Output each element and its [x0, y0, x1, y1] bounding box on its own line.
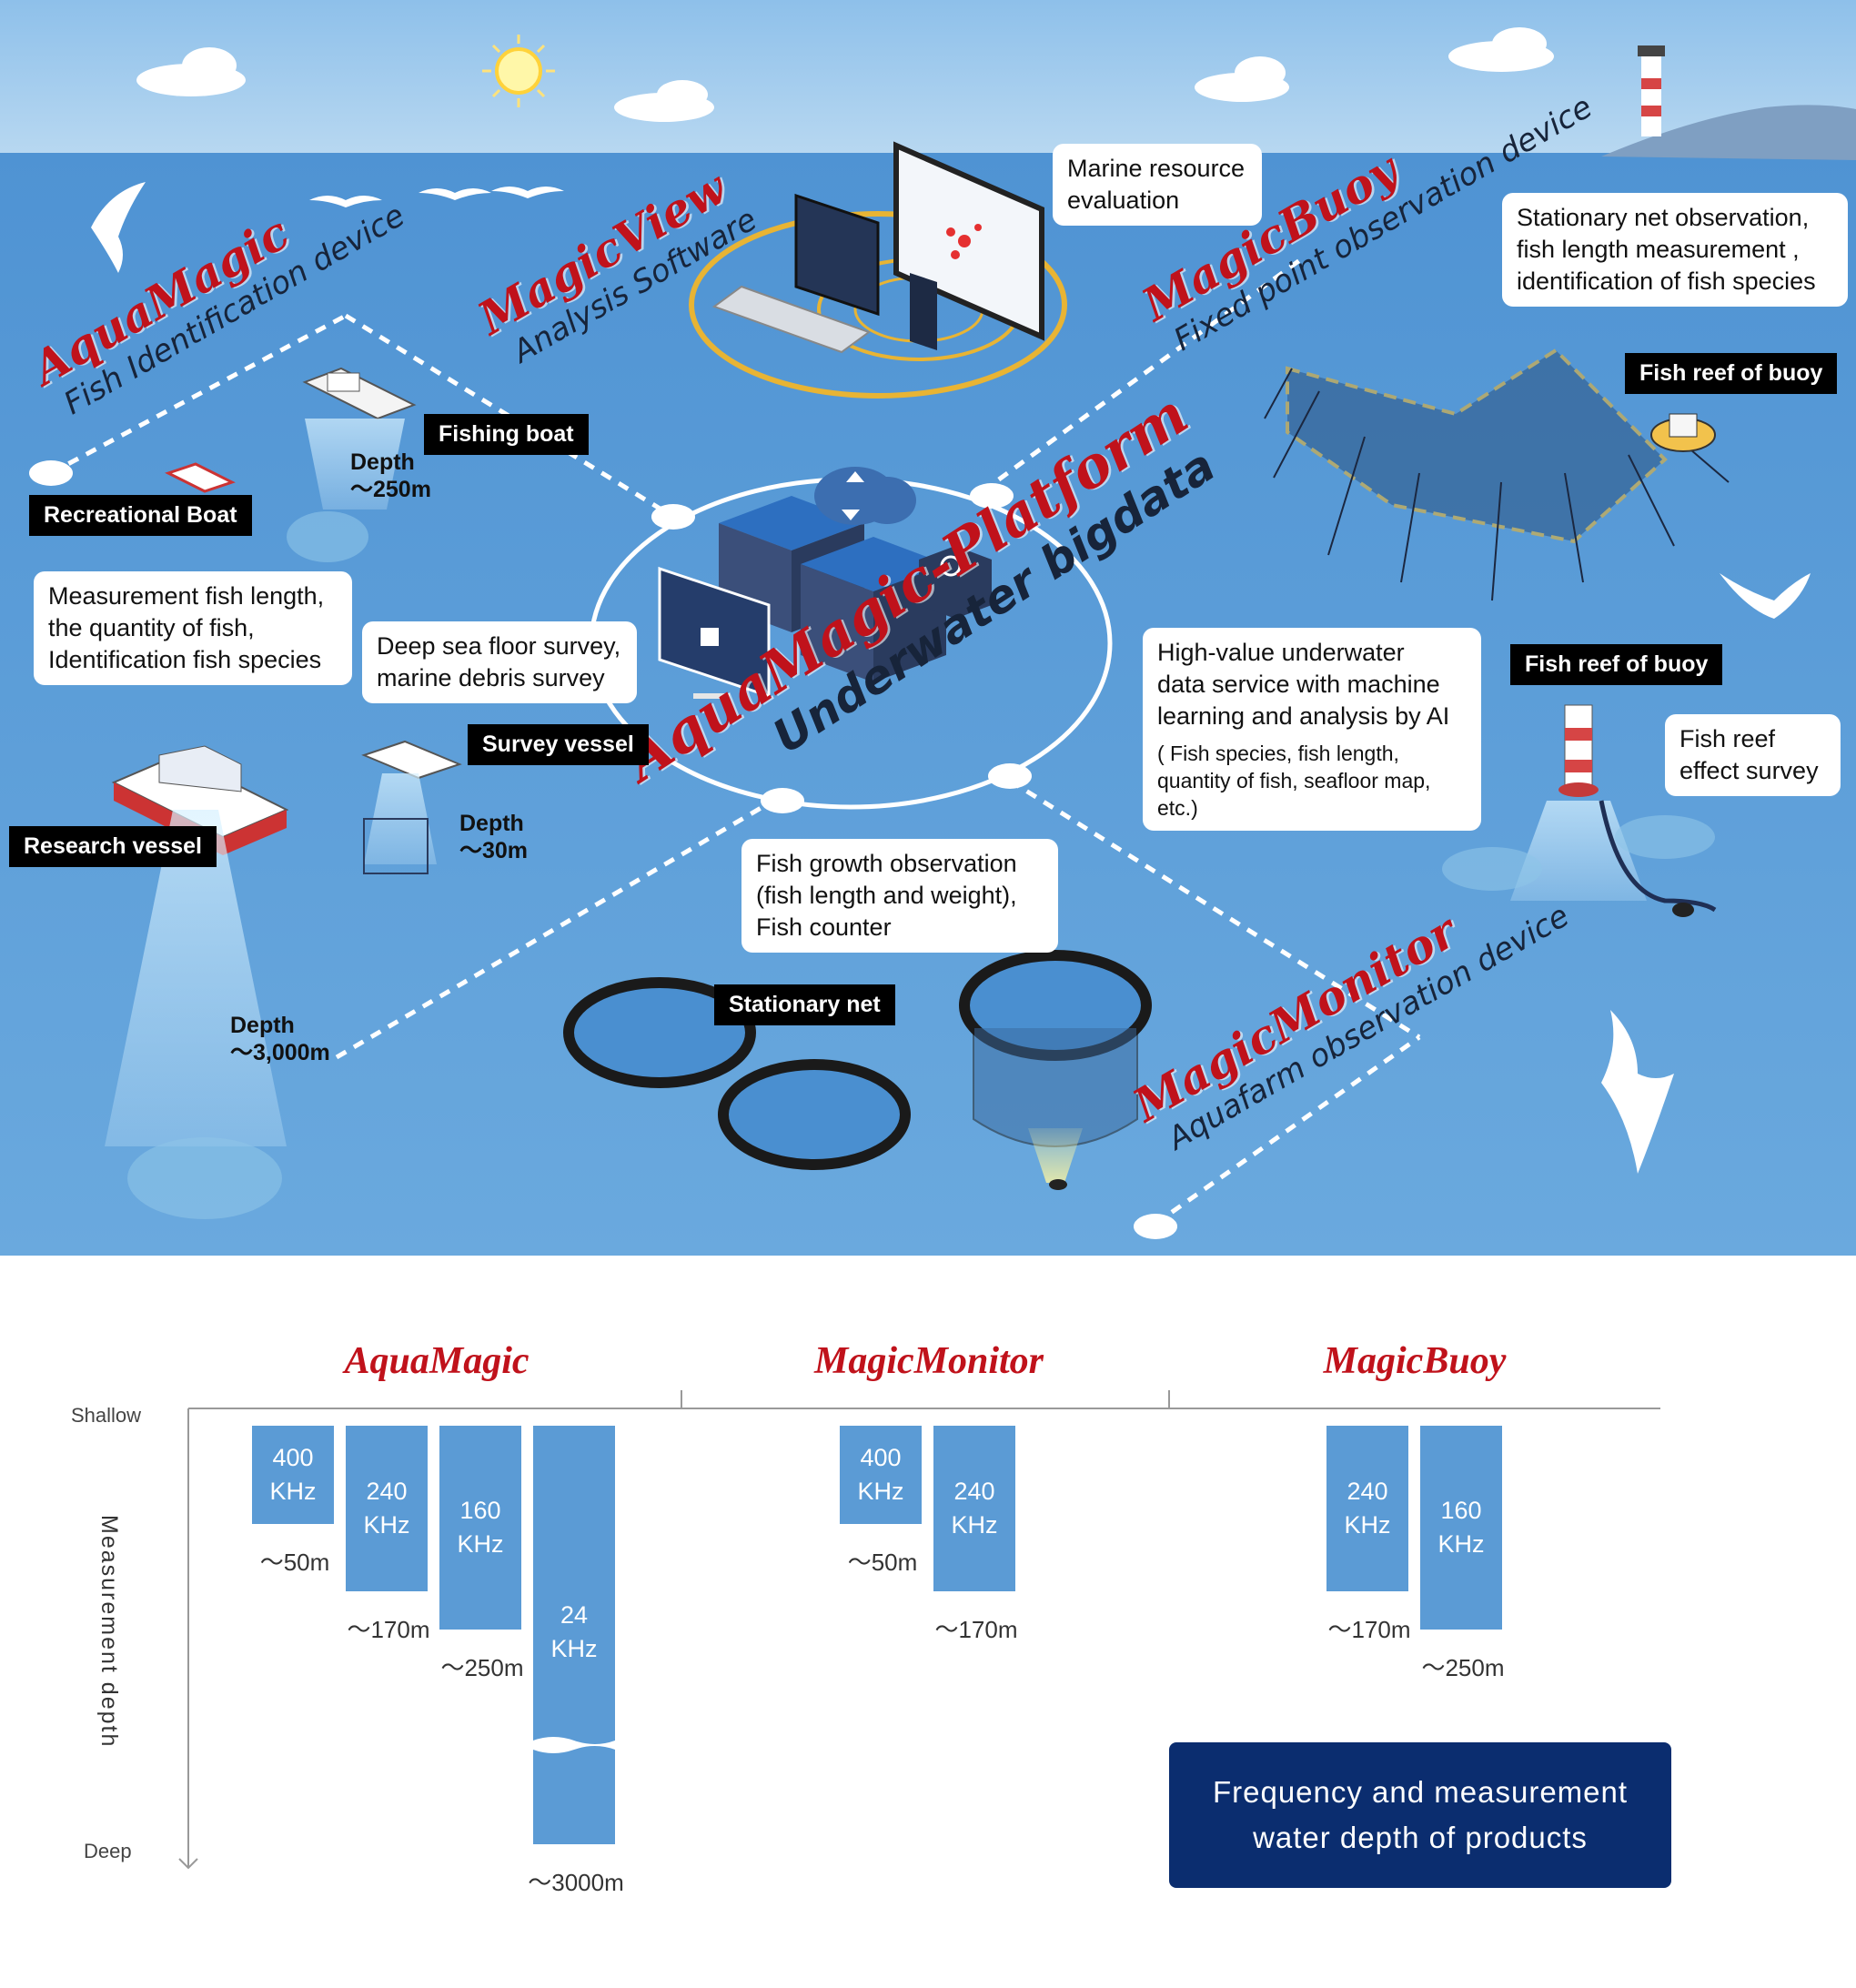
bubble-stationary-observation: Stationary net observation, fish length … [1502, 193, 1848, 307]
clouds [136, 27, 1554, 122]
seagulls [91, 182, 1811, 1174]
bubble-deep-sea: Deep sea floor survey, marine debris sur… [362, 621, 637, 703]
stationary-net-cages [563, 950, 1152, 1190]
bubble-high-value-data: High-value underwater data service with … [1143, 628, 1481, 831]
group-title: MagicMonitor [813, 1340, 1044, 1382]
depth-fishing-boat: Depth ～250m [350, 449, 431, 502]
tag-research-vessel: Research vessel [9, 826, 217, 867]
tag-recreational-boat: Recreational Boat [29, 495, 252, 536]
depth-label: ～170m [347, 1616, 430, 1643]
depth-label: ～170m [934, 1616, 1018, 1643]
coast-hills [1601, 105, 1856, 160]
tag-fish-reef-buoy-top: Fish reef of buoy [1625, 353, 1838, 394]
depth-label: ～50m [847, 1549, 918, 1576]
chart-title: Frequency and measurement water depth of… [1212, 1775, 1629, 1854]
connector-lines [49, 257, 1421, 1226]
survey-vessel-icon [361, 740, 462, 874]
group-title: MagicBuoy [1323, 1340, 1507, 1382]
chart-title-box: Frequency and measurement water depth of… [1169, 1742, 1671, 1888]
fixed-point-net [1264, 348, 1730, 601]
tag-fishing-boat: Fishing boat [424, 414, 589, 455]
axis-bottom-label: Deep [84, 1840, 132, 1862]
group-title: AquaMagic [344, 1340, 530, 1382]
wifi-box-icon [919, 546, 992, 619]
tag-fish-reef-buoy-bottom: Fish reef of buoy [1510, 644, 1723, 685]
bubble-marine-resource: Marine resource evaluation [1053, 144, 1262, 226]
depth-label: ～250m [1421, 1654, 1505, 1681]
scene-illustration [0, 0, 1856, 1256]
monitor-icon [658, 566, 771, 699]
depth-label: ～170m [1327, 1616, 1411, 1643]
tag-stationary-net: Stationary net [714, 984, 895, 1025]
lighthouse-icon [1638, 45, 1665, 136]
depth-label: ～50m [259, 1549, 330, 1576]
analysis-software-visual [689, 141, 1067, 399]
cloud-upload-icon [814, 467, 916, 525]
sun [482, 35, 555, 107]
axis-title: Measurement depth [96, 1515, 122, 1749]
bubble-fish-reef: Fish reef effect survey [1665, 714, 1841, 796]
depth-label: ～250m [440, 1654, 524, 1681]
recreational-boat-icon [165, 462, 236, 493]
depth-axis-arrow [178, 1858, 198, 1870]
axis-top-label: Shallow [71, 1404, 142, 1427]
depth-label: ～3000m [528, 1869, 624, 1896]
fishing-boat-icon [287, 367, 417, 562]
ocean-scene: AquaMagic Fish Identification device Mag… [0, 0, 1856, 1256]
sky [0, 0, 1856, 156]
bubble-fish-growth: Fish growth observation (fish length and… [741, 839, 1058, 953]
bubble-measurement: Measurement fish length, the quantity of… [34, 571, 352, 685]
frequency-depth-chart: Shallow Deep Measurement depth AquaMagic… [0, 1256, 1856, 1988]
depth-survey-vessel: Depth ～30m [459, 811, 529, 863]
axis-break-mark [533, 1737, 615, 1753]
research-vessel-icon [105, 745, 289, 1219]
fish-reef-buoy-icon [1442, 704, 1717, 917]
chart-axes [178, 1390, 1660, 1870]
tag-survey-vessel: Survey vessel [468, 724, 649, 765]
depth-research-vessel: Depth ～3,000m [230, 1013, 330, 1065]
buoy-icon [1650, 413, 1716, 452]
